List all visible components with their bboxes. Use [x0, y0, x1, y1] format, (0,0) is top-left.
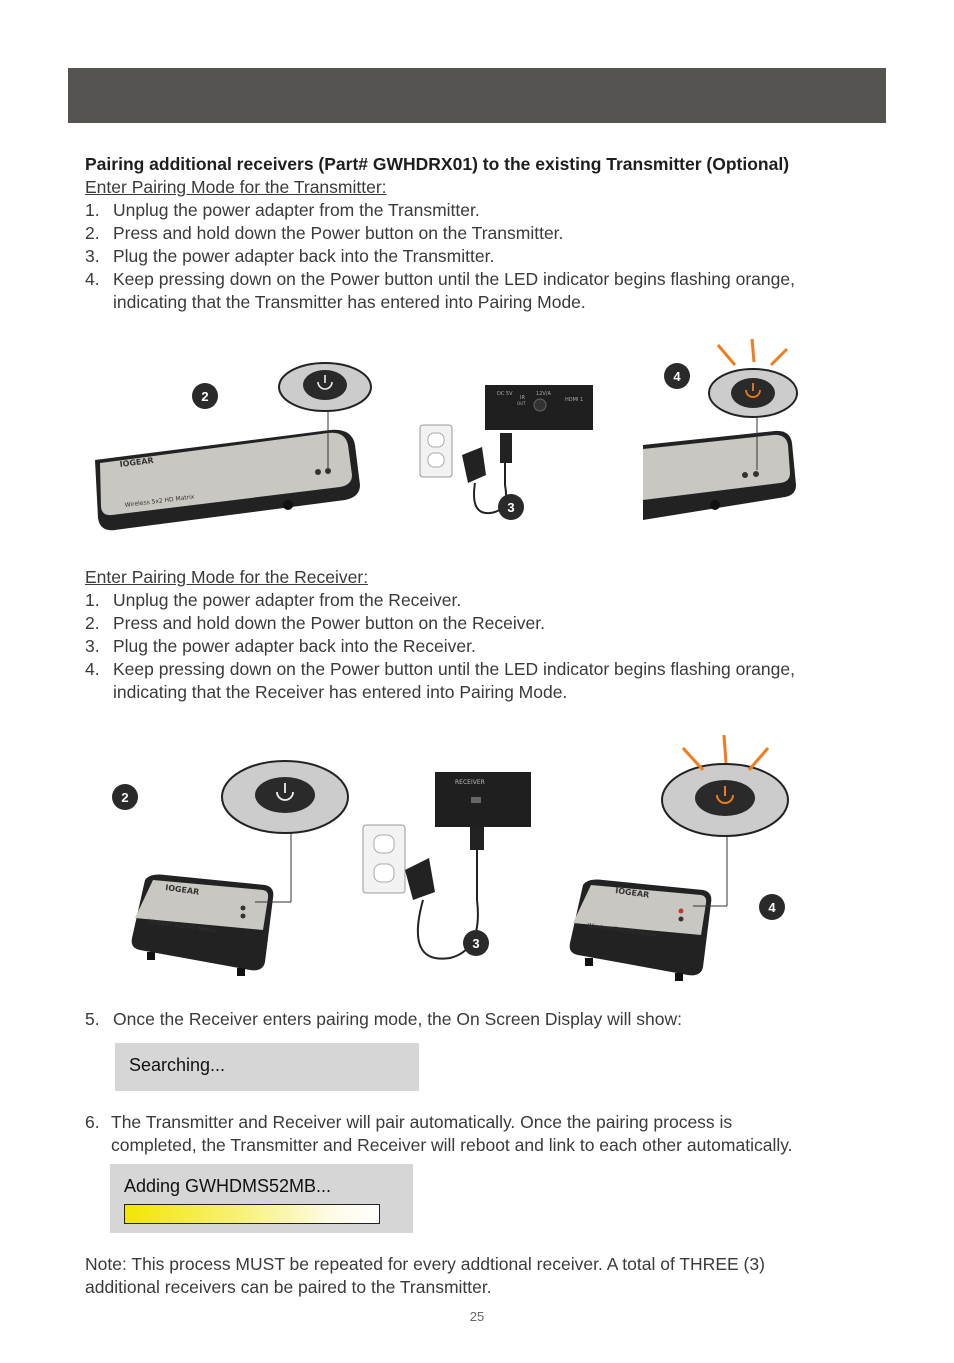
rx-step-number: 3.: [85, 636, 100, 656]
tx-step-text: Keep pressing down on the Power button u…: [113, 269, 795, 289]
power-button-zoom-orange: [708, 368, 798, 418]
transmitter-rear-panel: DC 5V IR OUT 12V/A HDMI 1: [485, 385, 593, 430]
badge-3: 3: [463, 930, 489, 956]
badge-4: 4: [759, 894, 785, 920]
receiver-device-orange: IOGEAR Wireless 5x2 HD Matrix: [569, 879, 712, 981]
tx-step-number: 4.: [85, 269, 100, 289]
wall-outlet: [362, 824, 406, 894]
osd-searching: Searching...: [115, 1043, 419, 1091]
rx-step-text: Press and hold down the Power button on …: [113, 613, 545, 633]
badge-4: 4: [664, 363, 690, 389]
page-number: 25: [469, 1309, 485, 1324]
transmitter-heading: Enter Pairing Mode for the Transmitter:: [85, 177, 387, 197]
step6-text: The Transmitter and Receiver will pair a…: [111, 1112, 733, 1132]
receiver-illustration: IOGEAR Wireless 5x2 HD Matrix 2 RECEIVER…: [112, 734, 789, 981]
tx-step-number: 1.: [85, 200, 100, 220]
header-bar: [68, 68, 886, 123]
port-label: IR: [520, 395, 525, 401]
badge-2: 2: [112, 784, 138, 810]
port-label: RECEIVER: [455, 779, 485, 786]
step5-number: 5.: [85, 1009, 100, 1029]
osd-adding: Adding GWHDMS52MB...: [110, 1164, 413, 1233]
transmitter-device-partial: [643, 430, 796, 520]
flash-rays: [681, 734, 770, 772]
section-title: Pairing additional receivers (Part# GWHD…: [85, 154, 790, 174]
flash-rays: [716, 338, 789, 367]
rx-step-number: 4.: [85, 659, 100, 679]
badge-label: 3: [472, 936, 479, 951]
port-label: DC 5V: [497, 391, 513, 397]
rx-step-text: Plug the power adapter back into the Rec…: [113, 636, 476, 656]
step6-number: 6.: [85, 1112, 100, 1132]
tx-step-text: Plug the power adapter back into the Tra…: [113, 246, 495, 266]
power-button-zoom: [221, 760, 349, 834]
tx-step-text: Unplug the power adapter from the Transm…: [113, 200, 480, 220]
badge-label: 3: [507, 500, 514, 515]
badge-label: 4: [673, 369, 681, 384]
note-line2: additional receivers can be paired to th…: [85, 1277, 492, 1297]
device-brand: IOGEAR: [119, 456, 154, 469]
rx-step-text: Keep pressing down on the Power button u…: [113, 659, 795, 679]
receiver-device: IOGEAR Wireless 5x2 HD Matrix: [131, 874, 274, 976]
rx-step-number: 2.: [85, 613, 100, 633]
tx-step-number: 2.: [85, 223, 100, 243]
port-label: 12V/A: [536, 391, 551, 397]
tx-step-text-cont: indicating that the Transmitter has ente…: [113, 292, 586, 312]
tx-step-number: 3.: [85, 246, 100, 266]
port-label: OUT: [517, 401, 526, 406]
tx-step-text: Press and hold down the Power button on …: [113, 223, 564, 243]
receiver-rear-panel: RECEIVER: [435, 772, 531, 827]
note-line1: Note: This process MUST be repeated for …: [85, 1254, 765, 1274]
power-adapter: [462, 433, 512, 515]
power-button-zoom-orange: [661, 763, 789, 837]
transmitter-illustration: IOGEAR Wireless 5x2 HD Matrix 2 DC 5V IR…: [95, 338, 798, 531]
osd-adding-text: Adding GWHDMS52MB...: [124, 1176, 332, 1196]
power-button-zoom: [278, 362, 372, 412]
rx-step-number: 1.: [85, 590, 100, 610]
badge-label: 2: [121, 790, 128, 805]
step6-text-cont: completed, the Transmitter and Receiver …: [111, 1135, 793, 1155]
port-label: HDMI 1: [565, 397, 583, 403]
receiver-heading: Enter Pairing Mode for the Receiver:: [85, 567, 369, 587]
badge-2: 2: [192, 383, 218, 409]
osd-searching-text: Searching...: [129, 1055, 226, 1075]
rx-step-text-cont: indicating that the Receiver has entered…: [113, 682, 568, 702]
badge-label: 4: [768, 900, 776, 915]
wall-outlet: [419, 424, 453, 478]
rx-step-text: Unplug the power adapter from the Receiv…: [113, 590, 462, 610]
progress-bar: [124, 1204, 380, 1224]
step5-text: Once the Receiver enters pairing mode, t…: [113, 1009, 683, 1029]
badge-3: 3: [498, 494, 524, 520]
transmitter-device: IOGEAR Wireless 5x2 HD Matrix: [95, 429, 360, 531]
badge-label: 2: [201, 389, 208, 404]
